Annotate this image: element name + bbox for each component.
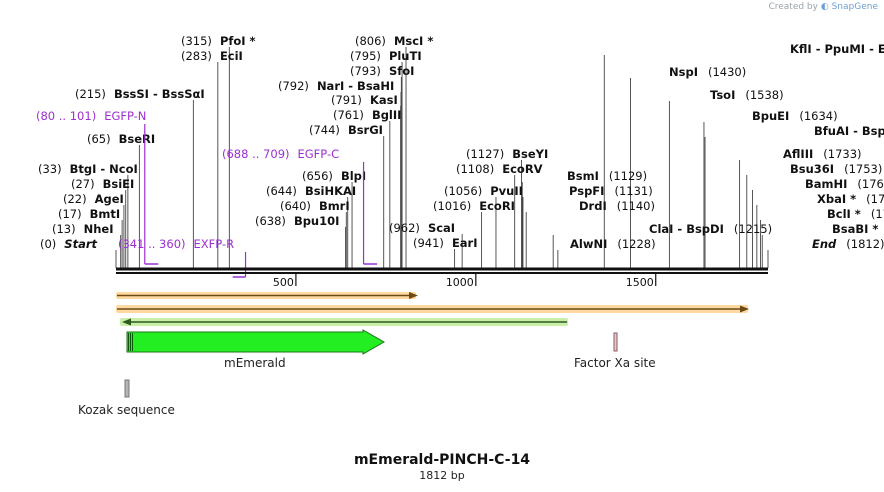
site-label-25[interactable]: (1108)EcoRV	[456, 162, 543, 176]
mEmerald-label: mEmerald	[224, 356, 286, 370]
sequence-backbone-lower	[116, 272, 768, 274]
plasmid-length: 1812 bp	[419, 469, 465, 482]
site-label-37[interactable]: AflIII(1733)	[783, 147, 862, 161]
site-label-42[interactable]: BsaBI *(1796)	[832, 222, 884, 236]
credit-prefix: Created by	[768, 2, 818, 12]
factor-xa-site-label: Factor Xa site	[574, 356, 656, 370]
site-label-5[interactable]: (33)BtgI - NcoI	[38, 162, 138, 176]
site-label-27[interactable]: BsmI(1129)	[567, 169, 647, 183]
site-label-8[interactable]: (283)EciI	[181, 49, 243, 63]
site-leader-lines	[115, 47, 769, 268]
primer-layer: (80 .. 101)EGFP-N (341 .. 360)EXFP-R (688 …	[36, 109, 378, 278]
site-label-19[interactable]: (795)PluTI	[350, 49, 422, 63]
site-label-10[interactable]: (638)Bpu10I	[255, 214, 339, 228]
site-label-22[interactable]: (962)ScaI	[389, 221, 455, 235]
site-label-4[interactable]: (27)BsiEI	[71, 177, 134, 191]
site-label-43[interactable]: End(1812)	[812, 237, 884, 251]
primer-label-2[interactable]: (688 .. 709)EGFP-C	[222, 147, 339, 161]
site-label-40[interactable]: XbaI *(1781)	[817, 192, 884, 206]
ruler: 500 1000 1500	[273, 274, 657, 289]
site-label-1[interactable]: (13)NheI	[52, 222, 114, 236]
site-label-7[interactable]: (215)BssSI - BssSαI	[75, 87, 205, 101]
site-label-29[interactable]: DrdI(1140)	[579, 199, 655, 213]
snapgene-credit: Created by ◐ SnapGene	[768, 2, 878, 12]
site-label-41[interactable]: BclI *(1791)	[827, 207, 884, 221]
kozak-sequence-label: Kozak sequence	[78, 403, 175, 417]
site-label-35[interactable]: BpuEI(1634)	[752, 109, 838, 123]
factor-xa-site-marker[interactable]	[613, 332, 618, 352]
site-label-2[interactable]: (17)BmtI	[58, 207, 120, 221]
site-label-23[interactable]: (1016)EcoRI	[433, 199, 515, 213]
site-label-31[interactable]: ClaI - BspDI(1215)	[649, 222, 772, 236]
sequence-backbone	[116, 267, 768, 271]
snapgene-logo-icon: ◐	[820, 2, 829, 12]
site-label-14[interactable]: (744)BsrGI	[309, 123, 383, 137]
plasmid-name: mEmerald-PINCH-C-14	[353, 452, 531, 468]
site-labels: (0)Start(13)NheI(17)BmtI(22)AgeI(27)BsiE…	[38, 34, 884, 251]
site-label-0[interactable]: (0)Start	[40, 237, 98, 251]
primer-label-1[interactable]: (341 .. 360)EXFP-R	[118, 237, 234, 251]
site-label-3[interactable]: (22)AgeI	[63, 192, 124, 206]
site-label-36[interactable]: BfuAI - BspMI(1637)	[814, 124, 884, 138]
site-label-6[interactable]: (65)BseRI	[87, 132, 155, 146]
site-label-20[interactable]: (806)MscI *	[355, 34, 433, 48]
site-label-39[interactable]: BamHI(1769)	[805, 177, 884, 191]
site-label-38[interactable]: Bsu36I(1753)	[790, 162, 882, 176]
site-label-33[interactable]: NspI(1430)	[669, 65, 746, 79]
ruler-label-2: 1500	[626, 276, 654, 289]
ruler-label-1: 1000	[446, 276, 474, 289]
orf-3	[120, 318, 568, 326]
site-label-18[interactable]: (793)SfoI	[350, 64, 414, 78]
orf-2	[116, 305, 749, 313]
site-label-30[interactable]: AlwNI(1228)	[570, 237, 656, 251]
mEmerald-feature[interactable]	[126, 329, 386, 355]
site-label-34[interactable]: TsoI(1538)	[710, 88, 784, 102]
site-label-24[interactable]: (1056)PvuII	[444, 184, 523, 198]
site-label-21[interactable]: (941)EarI	[413, 236, 478, 250]
kozak-sequence-marker[interactable]	[124, 379, 130, 398]
credit-brand: SnapGene	[831, 2, 878, 12]
site-label-28[interactable]: PspFI(1131)	[569, 184, 653, 198]
ruler-label-0: 500	[273, 276, 294, 289]
site-label-26[interactable]: (1127)BseYI	[466, 147, 548, 161]
site-label-16[interactable]: (791)KasI	[331, 93, 398, 107]
site-label-32[interactable]: KflI - PpuMI - EcoO109I(1357)	[790, 42, 884, 56]
orf-1	[116, 292, 418, 299]
site-label-13[interactable]: (656)BlpI	[302, 169, 366, 183]
site-label-17[interactable]: (792)NarI - BsaHI	[278, 79, 394, 93]
site-label-9[interactable]: (315)PfoI *	[181, 34, 256, 48]
primer-label-0[interactable]: (80 .. 101)EGFP-N	[36, 109, 146, 123]
site-label-12[interactable]: (644)BsiHKAI	[266, 184, 356, 198]
site-label-11[interactable]: (640)BmrI	[280, 199, 350, 213]
site-label-15[interactable]: (761)BglII	[333, 108, 401, 122]
